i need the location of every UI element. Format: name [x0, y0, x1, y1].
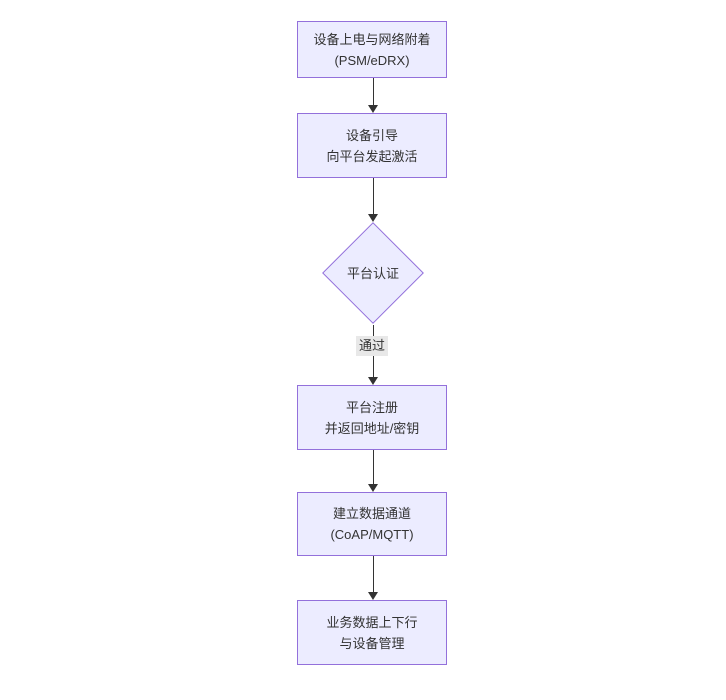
node-power-attach-line1: 设备上电与网络附着 [313, 31, 431, 47]
node-power-attach: 设备上电与网络附着 (PSM/eDRX) [297, 21, 447, 78]
node-bootstrap-line1: 设备引导 [345, 127, 398, 143]
node-channel-line1: 建立数据通道 [332, 506, 411, 521]
node-auth-decision: 平台认证 [322, 222, 424, 325]
arrow-line [372, 450, 374, 485]
arrow-line [372, 78, 374, 106]
node-register-line1: 平台注册 [345, 399, 398, 415]
arrowhead-down-icon [368, 105, 378, 113]
arrowhead-down-icon [368, 214, 378, 222]
arrow-line [372, 178, 374, 215]
arrow-bootstrap-to-auth [368, 178, 378, 222]
node-bootstrap: 设备引导 向平台发起激活 [297, 113, 447, 178]
node-channel-line2: (CoAP/MQTT) [330, 527, 414, 542]
node-register: 平台注册 并返回地址/密钥 [297, 385, 447, 450]
arrowhead-down-icon [368, 484, 378, 492]
arrow-channel-to-business [368, 556, 378, 600]
node-register-line2: 并返回地址/密钥 [324, 420, 420, 436]
node-power-attach-line2: (PSM/eDRX) [334, 52, 410, 68]
arrow-power-to-bootstrap [368, 78, 378, 113]
arrowhead-down-icon [368, 592, 378, 600]
node-auth-label: 平台认证 [346, 266, 399, 281]
node-business: 业务数据上下行 与设备管理 [297, 600, 447, 665]
arrow-line [372, 556, 374, 593]
arrow-register-to-channel [368, 450, 378, 492]
edge-label-pass: 通过 [355, 336, 389, 356]
node-channel: 建立数据通道 (CoAP/MQTT) [297, 492, 447, 556]
node-business-line2: 与设备管理 [339, 635, 405, 651]
node-business-line1: 业务数据上下行 [326, 614, 418, 630]
node-bootstrap-line2: 向平台发起激活 [326, 148, 418, 164]
arrowhead-down-icon [368, 377, 378, 385]
